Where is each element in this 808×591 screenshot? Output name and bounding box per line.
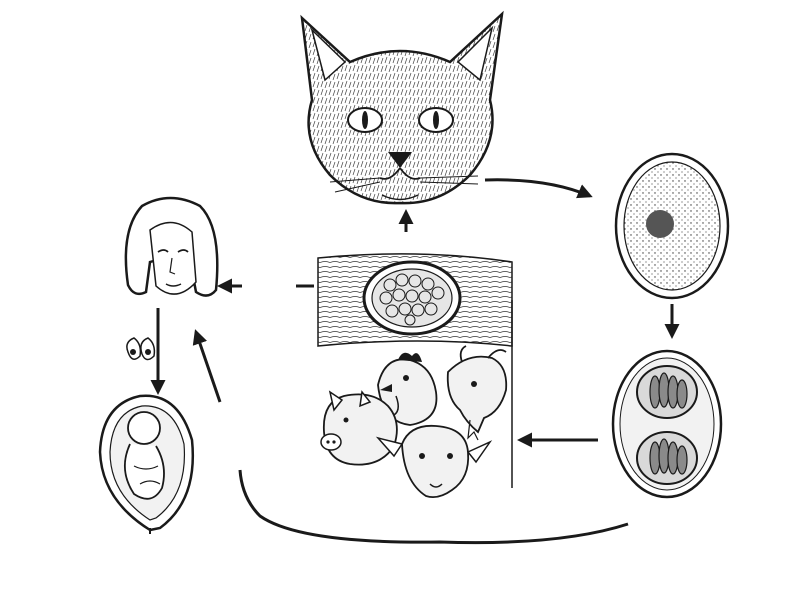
pig-icon (320, 390, 398, 466)
cat-head-icon (300, 10, 504, 205)
tissue-cyst-icon (317, 253, 513, 347)
goat-icon (446, 345, 508, 441)
line-oocyst-to-human (238, 469, 629, 545)
sheep-icon (375, 424, 493, 499)
arrow-cat-to-unsporulated-oocyst (484, 178, 593, 199)
chicken-icon (377, 352, 438, 426)
unsporulated-oocyst-icon (614, 152, 730, 300)
woman-head-icon (124, 196, 219, 297)
fetus-in-utero-icon (98, 394, 194, 534)
tachyzoites-icon (126, 337, 156, 361)
sporulated-oocyst-icon (611, 349, 723, 499)
life-cycle-arrows (150, 178, 680, 545)
arrow-oocyst-to-human (192, 329, 222, 403)
livestock-hosts-icon (320, 300, 513, 499)
